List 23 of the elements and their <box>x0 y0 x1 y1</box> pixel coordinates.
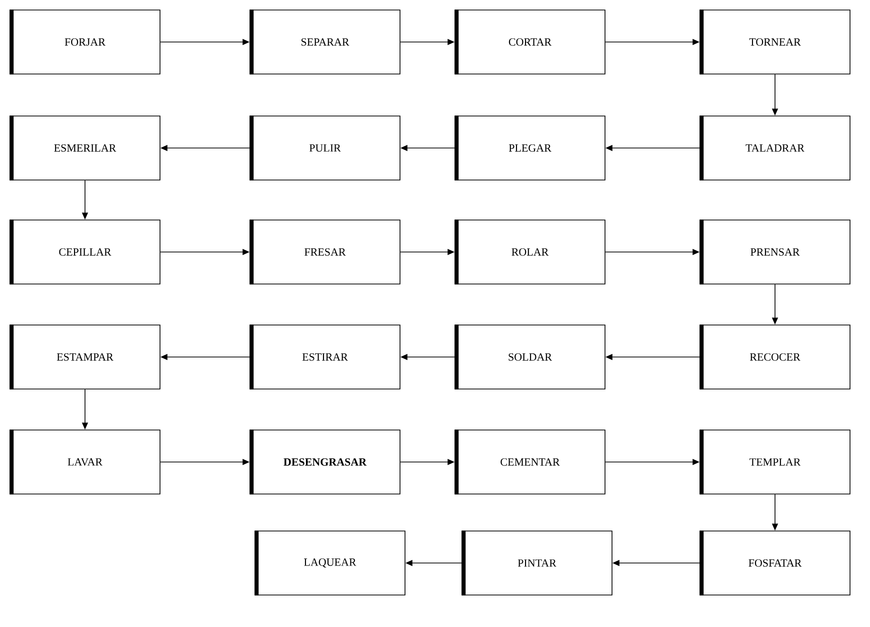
process-box: TALADRAR <box>700 116 850 180</box>
process-box: FORJAR <box>10 10 160 74</box>
process-box: PINTAR <box>462 530 612 596</box>
process-box: FOSFATAR <box>700 530 850 596</box>
process-box: LAVAR <box>10 430 160 494</box>
process-box: PULIR <box>250 116 400 180</box>
process-box: CORTAR <box>454 10 606 74</box>
process-box: PLEGAR <box>454 116 606 180</box>
process-box: ESTIRAR <box>250 324 400 390</box>
process-box: DESENGRASAR <box>250 430 400 494</box>
process-box: CEMENTAR <box>454 430 606 494</box>
process-box: CEPILLAR <box>10 220 160 284</box>
process-box: PRENSAR <box>700 220 850 284</box>
process-box: RECOCER <box>700 324 850 390</box>
process-box: LAQUEAR <box>254 530 406 596</box>
process-box: TORNEAR <box>700 10 850 74</box>
process-box: SOLDAR <box>454 324 606 390</box>
process-box: ROLAR <box>454 220 606 284</box>
process-box: ESTAMPAR <box>10 324 160 390</box>
process-box: TEMPLAR <box>700 430 850 494</box>
process-box: FRESAR <box>250 220 400 284</box>
process-box: SEPARAR <box>250 10 400 74</box>
process-box: ESMERILAR <box>10 116 160 180</box>
